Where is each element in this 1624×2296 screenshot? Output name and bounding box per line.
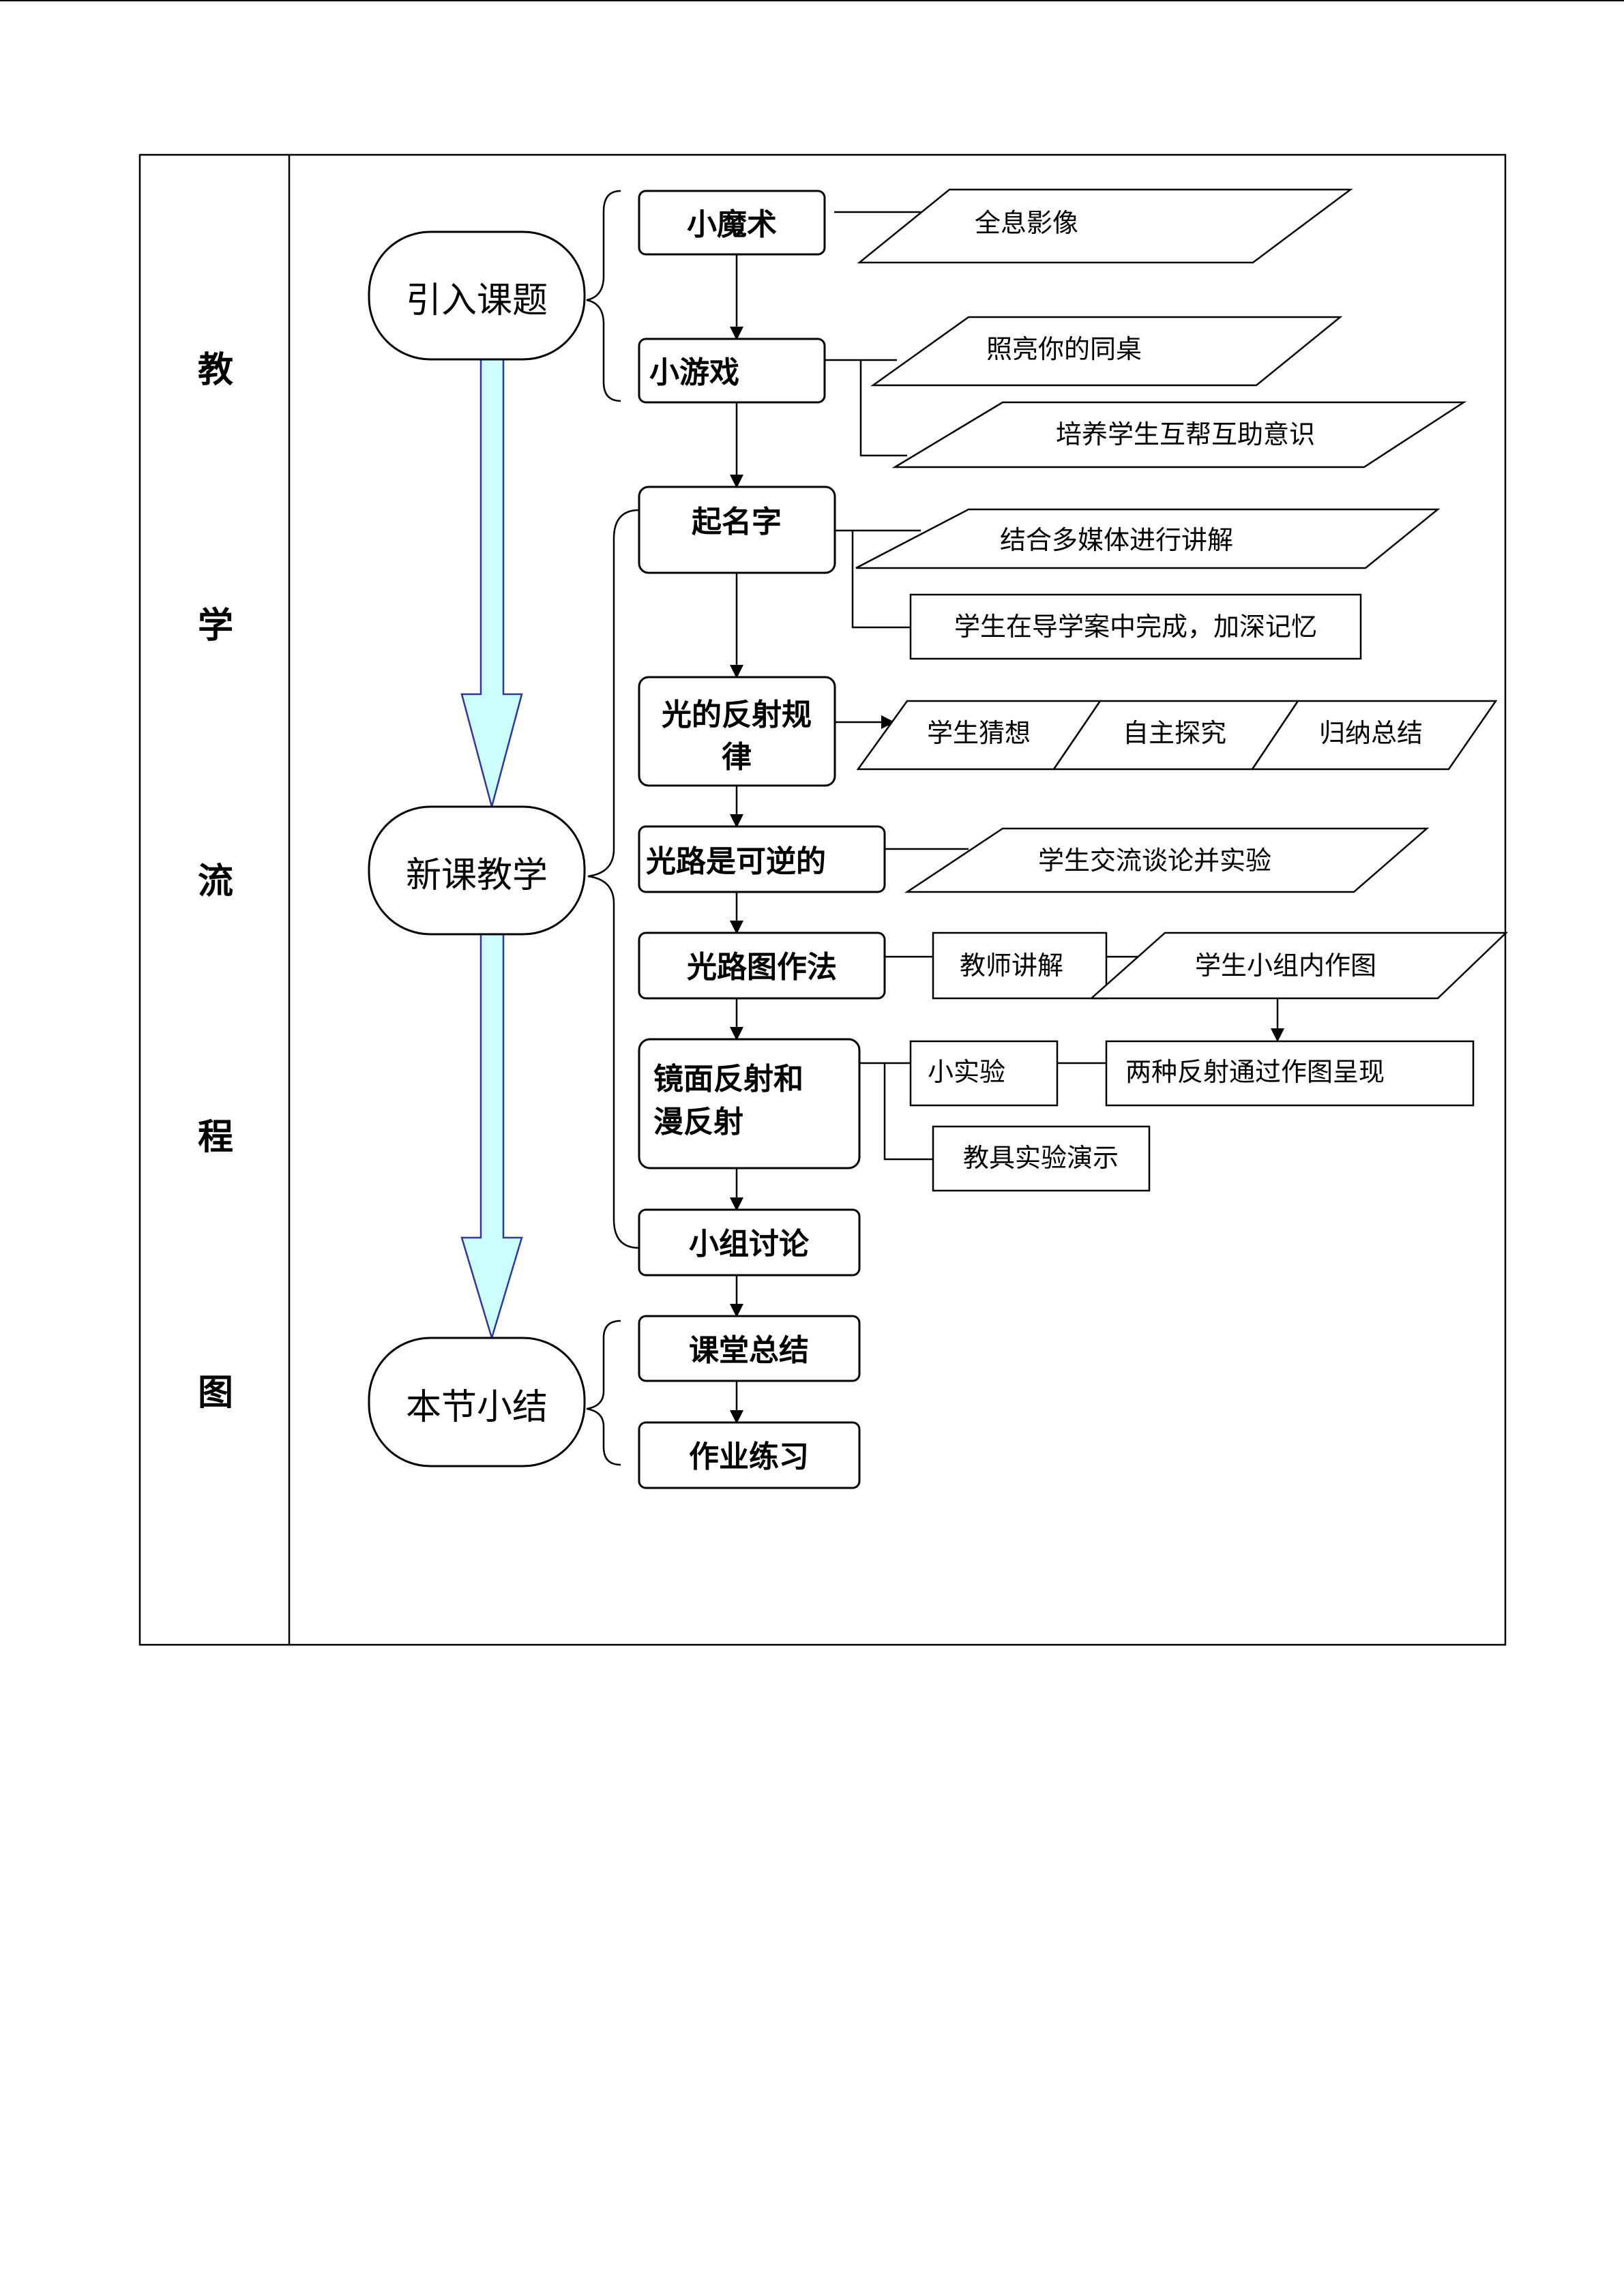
note-group-draw-box [1089, 931, 1509, 1000]
phase-summary-node [368, 1337, 586, 1467]
step-mirror-label-line2: 漫反射 [653, 1105, 743, 1139]
phase-summary-label: 本节小结 [406, 1387, 548, 1428]
step-naming-label: 起名字 [692, 505, 782, 539]
note-small-experiment-label: 小实验 [928, 1057, 1005, 1087]
note-teacher-explain-label: 教师讲解 [960, 951, 1063, 981]
note-exchange-box [904, 827, 1430, 893]
note-mutual-help-box [891, 401, 1467, 468]
note-exchange-label: 学生交流谈论并实验 [1038, 846, 1271, 876]
step-class-summary-box [638, 1315, 861, 1382]
link-game-mutual [859, 360, 907, 457]
page-top-rule [0, 0, 1624, 1]
step-game-box [638, 338, 826, 404]
step-class-summary-label: 课堂总结 [689, 1333, 809, 1368]
note-group-draw-label: 学生小组内作图 [1195, 951, 1376, 981]
side-title-char-4: 程 [198, 1117, 233, 1158]
phase-intro-node [368, 230, 586, 361]
brace-new-lesson [587, 509, 640, 1249]
step-magic-box [638, 190, 826, 256]
step-reversible-box [638, 825, 886, 893]
step-discussion-box [638, 1208, 861, 1277]
phase-arrow-new-to-summary [460, 933, 523, 1341]
step-magic-label: 小魔术 [687, 207, 777, 242]
note-mutual-help-label: 培养学生互帮互助意识 [1056, 419, 1315, 449]
brace-intro [586, 190, 621, 402]
step-homework-label: 作业练习 [689, 1440, 809, 1474]
step-drawing-box [638, 931, 886, 1000]
note-demo-experiment-box [932, 1125, 1151, 1192]
phase-arrow-intro-to-new [460, 358, 523, 810]
note-small-experiment-box [909, 1040, 1059, 1107]
step-law-box [638, 676, 836, 787]
note-conclude-box [1250, 700, 1498, 771]
side-title-char-3: 流 [198, 861, 233, 902]
step-game-label: 小游戏 [649, 355, 739, 390]
note-conclude-label: 归纳总结 [1319, 718, 1423, 748]
note-two-reflections-label: 两种反射通过作图呈现 [1125, 1057, 1385, 1087]
step-mirror-label-line1: 镜面反射和 [653, 1062, 803, 1097]
note-deskmate-box [870, 316, 1343, 387]
note-multimedia-label: 结合多媒体进行讲解 [1000, 525, 1233, 555]
phase-intro-label: 引入课题 [406, 280, 548, 321]
phase-new-lesson-label: 新课教学 [406, 855, 548, 896]
side-title-char-5: 图 [198, 1373, 233, 1414]
link-mirror-demo [883, 1063, 933, 1161]
brace-summary [586, 1320, 621, 1466]
link-naming-guide [851, 531, 911, 629]
step-law-label-line2: 律 [722, 740, 752, 775]
note-guide-case-label: 学生在导学案中完成，加深记忆 [954, 612, 1317, 642]
note-demo-experiment-label: 教具实验演示 [963, 1143, 1119, 1173]
note-hologram-label: 全息影像 [975, 208, 1078, 238]
note-multimedia-box [855, 508, 1441, 569]
note-hologram-box [857, 188, 1353, 264]
step-law-label-line1: 光的反射规 [662, 698, 812, 732]
note-guide-case-box [909, 593, 1362, 660]
step-discussion-label: 小组讨论 [689, 1227, 810, 1262]
note-deskmate-label: 照亮你的同桌 [986, 334, 1142, 364]
note-guess-label: 学生猜想 [927, 718, 1031, 748]
outer-table-frame [138, 153, 1507, 1646]
step-mirror-box [638, 1038, 861, 1169]
phase-new-lesson-node [368, 805, 586, 936]
step-reversible-label: 光路是可逆的 [646, 844, 826, 879]
step-drawing-label: 光路图作法 [687, 950, 837, 985]
note-two-reflections-box [1105, 1040, 1475, 1107]
side-title-char-1: 教 [198, 350, 233, 391]
note-teacher-explain-box [932, 931, 1108, 1000]
side-title-char-2: 学 [198, 606, 233, 646]
note-explore-label: 自主探究 [1123, 718, 1226, 748]
step-homework-box [638, 1421, 861, 1489]
